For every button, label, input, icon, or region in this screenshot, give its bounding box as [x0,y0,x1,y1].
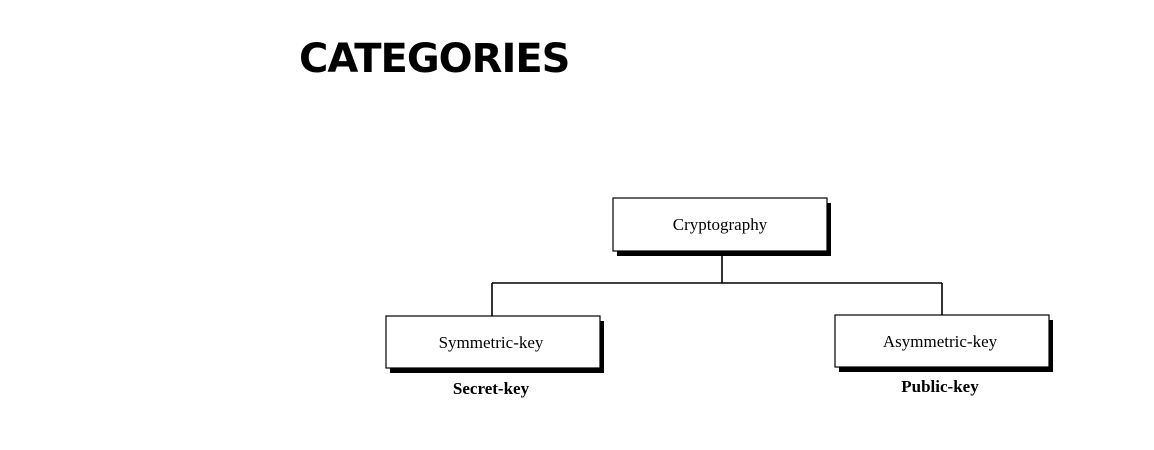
root-node-box [612,197,828,252]
secret-key-alias-label: Secret-key [453,379,530,398]
asymmetric-key-label: Asymmetric-key [883,332,998,351]
root-node-cryptography: Cryptography [612,197,831,256]
public-key-alias-label: Public-key [901,377,979,396]
child-node-symmetric-key: Symmetric-key Secret-key [385,315,604,398]
symmetric-key-label: Symmetric-key [439,333,544,352]
symmetric-key-node-box [385,315,601,369]
root-node-label: Cryptography [673,215,768,234]
page-title: CATEGORIES [299,36,570,82]
child-node-asymmetric-key: Asymmetric-key Public-key [834,314,1053,396]
asymmetric-key-node-box [834,314,1050,368]
tree-connectors [491,253,943,316]
